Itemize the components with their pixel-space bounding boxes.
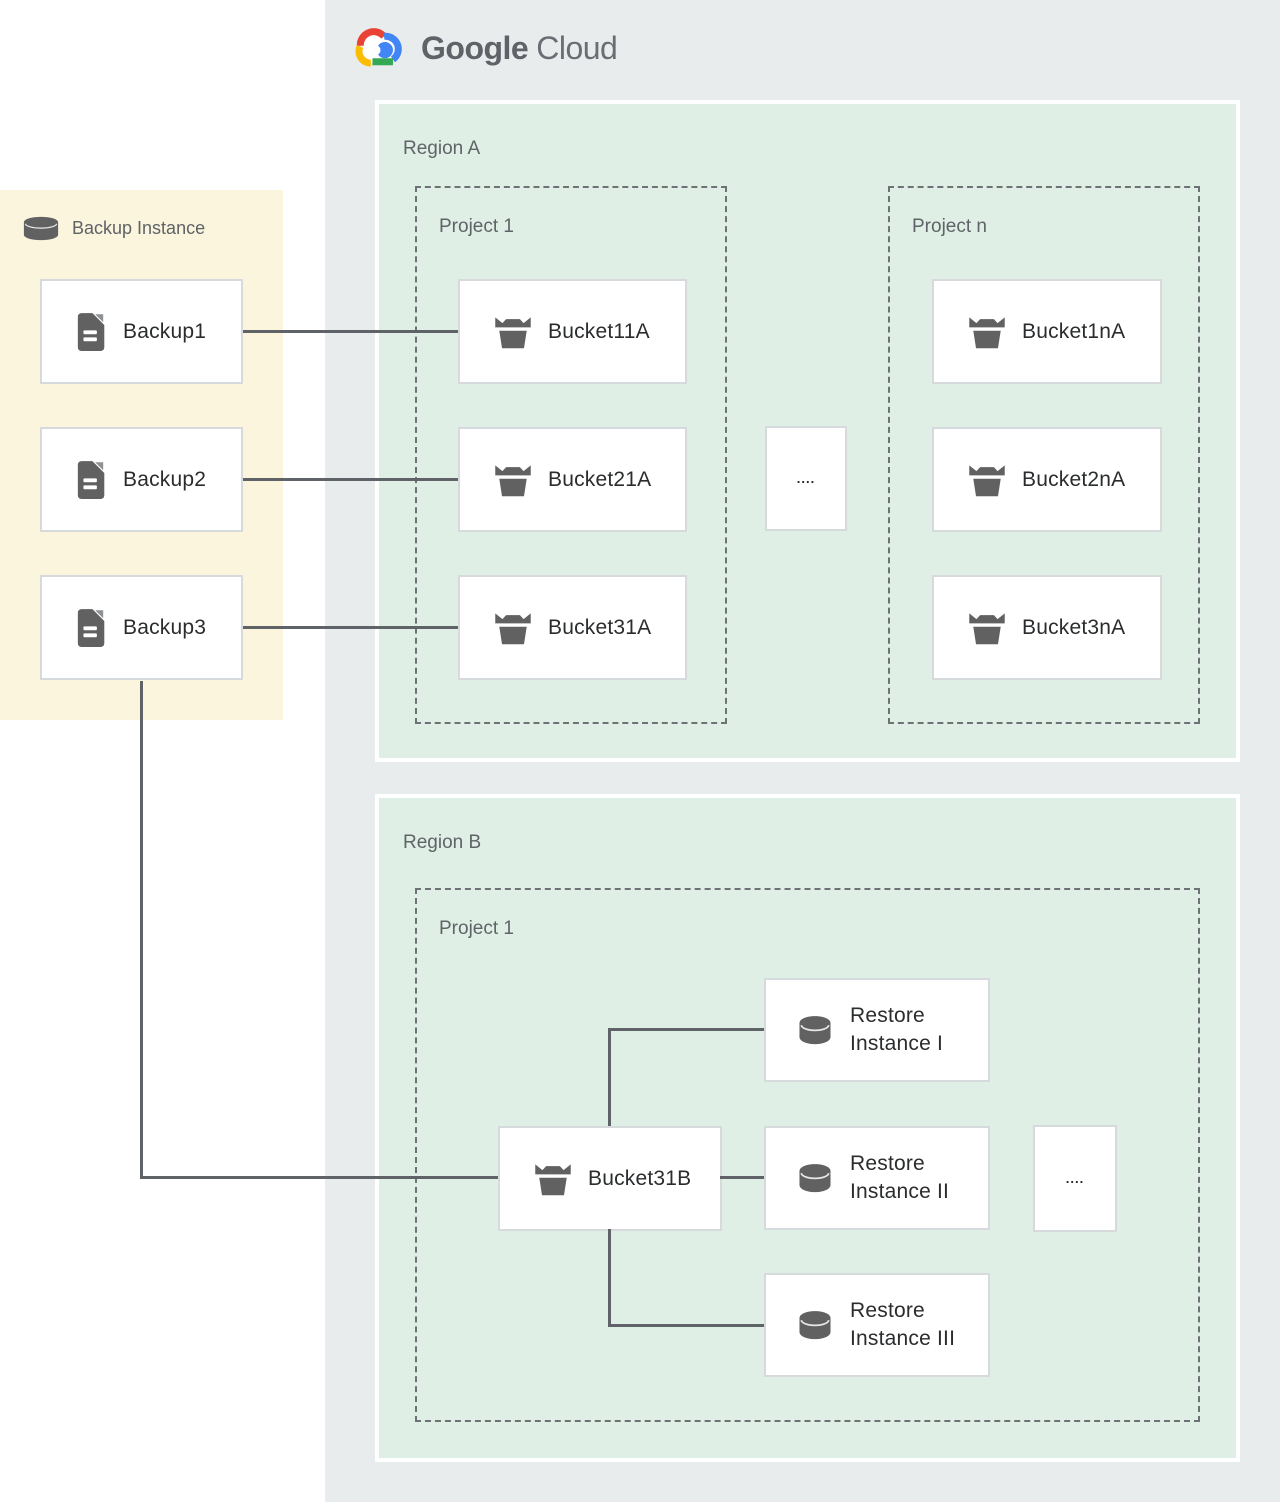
restore-instance-node: Restore Instance I <box>764 978 990 1082</box>
backup-label: Backup1 <box>123 319 207 343</box>
storage-bucket-icon <box>969 612 1005 644</box>
bucket-node: Bucket1nA <box>932 279 1162 384</box>
bucket-label: Bucket1nA <box>1022 319 1126 343</box>
bucket-node: Bucket11A <box>458 279 687 384</box>
bucket-node: Bucket31A <box>458 575 687 680</box>
project-n-label: Project n <box>912 216 987 237</box>
more-restores-placeholder: .... <box>1033 1125 1117 1232</box>
connector-backup1-bucket11a <box>243 330 458 333</box>
document-icon <box>77 312 105 351</box>
storage-bucket-icon <box>969 316 1005 348</box>
project-1-box-region-a: Project 1 Bucket11A Bucket21A Bucket31A <box>415 186 727 724</box>
bucket-label: Bucket2nA <box>1022 467 1126 491</box>
connector-bucket31b-restore1-horizontal <box>608 1028 764 1031</box>
project-1-box-region-b: Project 1 Bucket31B Restore Instance I R… <box>415 888 1200 1422</box>
restore-instance-node: Restore Instance III <box>764 1273 990 1377</box>
region-b-label: Region B <box>403 832 482 853</box>
more-projects-placeholder: .... <box>765 426 847 531</box>
database-cylinder-icon <box>798 1163 832 1193</box>
database-cylinder-icon <box>23 216 59 241</box>
bucket-node: Bucket3nA <box>932 575 1162 680</box>
storage-bucket-icon <box>969 464 1005 496</box>
document-icon <box>77 608 105 647</box>
backup-label: Backup2 <box>123 467 207 491</box>
connector-backup3-bucket31a <box>243 626 458 629</box>
connector-backup3-bucket31b-horizontal <box>140 1176 498 1179</box>
logo-suffix-text: Cloud <box>536 29 618 66</box>
restore-instance-label: Restore Instance I <box>850 1004 944 1055</box>
backup-instance-header: Backup Instance <box>22 215 205 242</box>
bucket-label: Bucket21A <box>548 467 652 491</box>
database-cylinder-icon <box>798 1310 832 1340</box>
region-a-label: Region A <box>403 138 481 159</box>
project-n-box-region-a: Project n Bucket1nA Bucket2nA Bucket3nA <box>888 186 1200 724</box>
backup-panel-title: Backup Instance <box>72 218 206 238</box>
backup-label: Backup3 <box>123 615 207 639</box>
backup-node: Backup3 <box>40 575 243 680</box>
connector-bucket31b-restore3-vertical <box>608 1229 611 1326</box>
region-a-panel: Region A Project 1 Bucket11A Bucket21A B… <box>375 100 1240 762</box>
logo-brand-text: Google <box>421 29 529 66</box>
connector-bucket31b-restore1-vertical <box>608 1029 611 1126</box>
database-cylinder-icon <box>798 1015 832 1045</box>
bucket-node: Bucket21A <box>458 427 687 532</box>
bucket-label: Bucket3nA <box>1022 615 1126 639</box>
bucket-label: Bucket11A <box>548 319 650 343</box>
connector-bucket31b-restore2 <box>720 1176 764 1179</box>
restore-instance-node: Restore Instance II <box>764 1126 990 1230</box>
storage-bucket-icon <box>495 612 531 644</box>
document-icon <box>77 460 105 499</box>
bucket-node: Bucket31B <box>498 1126 722 1231</box>
storage-bucket-icon <box>495 316 531 348</box>
backup-instance-panel: Backup Instance Backup1 Backup2 Backup3 <box>0 190 283 720</box>
restore-instance-label: Restore Instance III <box>850 1299 956 1350</box>
storage-bucket-icon <box>495 464 531 496</box>
restore-instance-label: Restore Instance II <box>850 1152 950 1203</box>
project-1-label: Project 1 <box>439 918 514 939</box>
ellipsis-text: .... <box>1065 1171 1085 1186</box>
backup-node: Backup2 <box>40 427 243 532</box>
storage-bucket-icon <box>535 1163 571 1195</box>
bucket-label: Bucket31B <box>588 1166 692 1190</box>
google-cloud-icon <box>353 26 407 70</box>
backup-node: Backup1 <box>40 279 243 384</box>
ellipsis-text: .... <box>796 471 816 486</box>
bucket-node: Bucket2nA <box>932 427 1162 532</box>
connector-bucket31b-restore3-horizontal <box>608 1324 764 1327</box>
connector-backup2-bucket21a <box>243 478 458 481</box>
connector-backup3-bucket31b-vertical <box>140 681 143 1178</box>
region-b-panel: Region B Project 1 Bucket31B Restore Ins… <box>375 794 1240 1462</box>
project-1-label: Project 1 <box>439 216 514 237</box>
bucket-label: Bucket31A <box>548 615 652 639</box>
